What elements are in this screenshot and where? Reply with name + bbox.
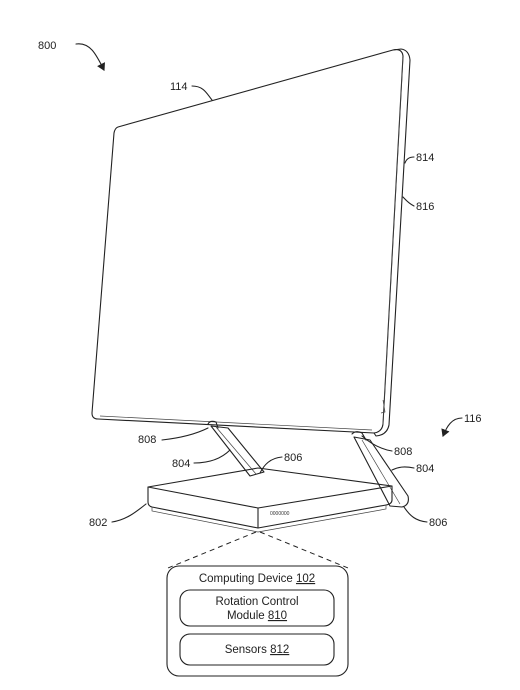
rotation-module-line2: Module 810 [227,610,287,622]
label-base: 802 [89,517,107,529]
label-pivot-left: 806 [284,452,302,464]
label-edge-b: 816 [416,201,434,213]
base-front-left [147,486,259,529]
label-pivot-right: 806 [429,517,447,529]
left-hinge [207,420,219,429]
rotation-module-line1: Rotation Control [215,596,298,608]
base-mark: 0000000 [270,511,290,517]
leader-hinge-right [361,435,393,452]
right-arm-edge [361,439,401,505]
leader-edge-b [402,196,415,207]
left-arm-edge [215,426,257,475]
right-hinge [351,431,367,441]
callout-line-right [259,531,349,569]
label-edge-a: 814 [416,152,434,164]
leader-arm-right [391,466,415,471]
leader-pivot-right [403,506,428,523]
label-arm-right: 804 [416,463,434,475]
label-display: 114 [170,81,188,93]
base-top [147,467,393,509]
leader-edge-a [404,156,415,164]
figure-label: 800 [38,40,56,52]
sensors-label: Sensors 812 [225,644,290,656]
display-edge-inner [382,57,404,426]
right-arm [353,436,409,508]
label-device: 116 [464,413,482,425]
arrow-device [441,417,463,438]
base-front-right [257,485,393,529]
callout-line-left [167,531,257,569]
leader-pivot-left [259,456,283,474]
rotation-module-box [179,589,335,627]
label-hinge-left: 808 [138,434,156,446]
leader-arm-left [193,449,231,464]
left-arm [210,425,265,477]
label-hinge-right: 808 [394,446,412,458]
base-foot [151,505,387,533]
display-chin [99,415,373,431]
display-edge [373,48,411,437]
side-button [380,399,386,414]
figure-arrow [75,43,105,71]
sensors-box [179,633,335,666]
display-panel [91,49,404,434]
computing-device-title: Computing Device 102 [199,573,315,585]
label-arm-left: 804 [172,458,190,470]
leader-display [191,85,213,101]
leader-hinge-left [161,427,209,441]
leader-base [111,503,147,523]
